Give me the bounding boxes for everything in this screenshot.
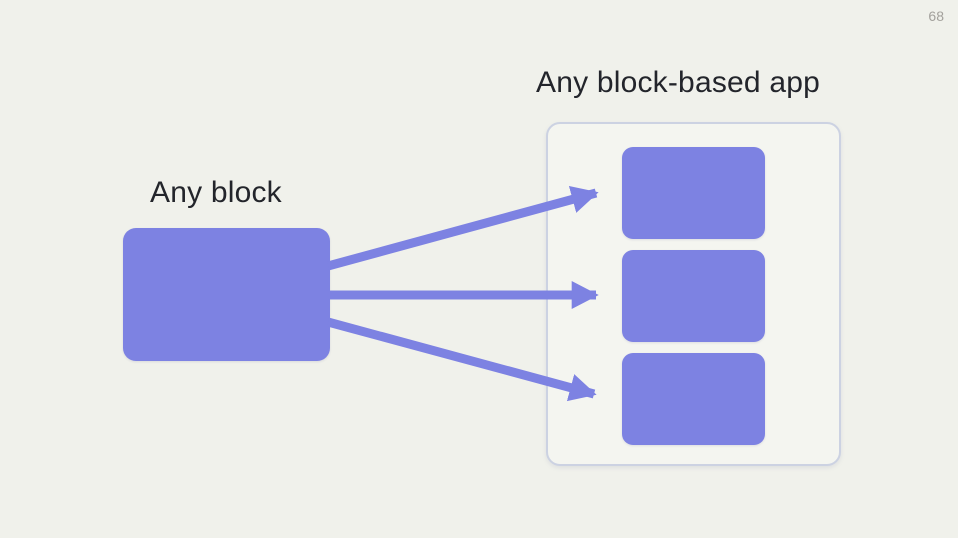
app-block <box>622 250 765 342</box>
app-block-list <box>548 124 839 464</box>
target-app-title: Any block-based app <box>536 66 820 99</box>
app-block <box>622 147 765 239</box>
app-container <box>546 122 841 466</box>
page-number: 68 <box>928 8 944 24</box>
source-block <box>123 228 330 361</box>
app-block <box>622 353 765 445</box>
source-block-label: Any block <box>150 176 282 209</box>
